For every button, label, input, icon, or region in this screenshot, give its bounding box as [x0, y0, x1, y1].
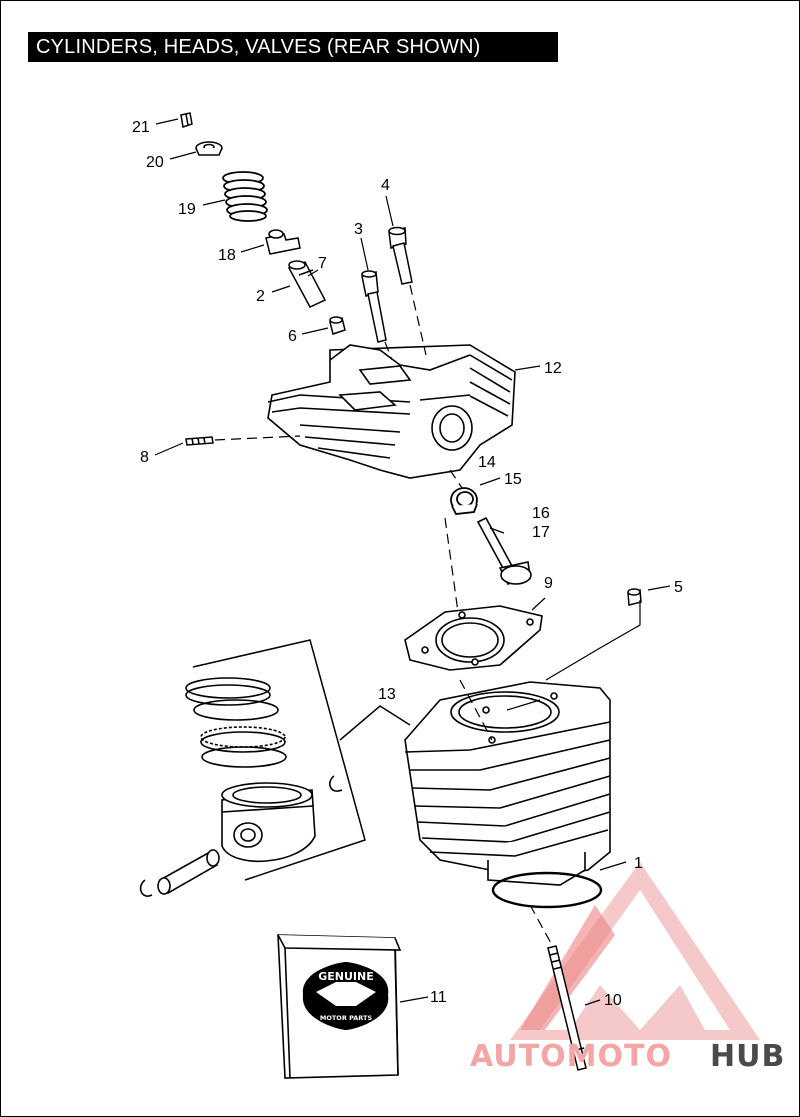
head-gasket-part-9 [404, 605, 543, 671]
piston-circlips [139, 775, 343, 897]
callout-13: 13 [378, 686, 396, 703]
callout-15: 15 [504, 471, 522, 488]
callout-9: 9 [544, 575, 553, 592]
callout-21: 21 [132, 119, 150, 136]
valve-seal-part-18 [265, 229, 301, 255]
piston-pin [157, 849, 220, 895]
callout-5: 5 [674, 579, 683, 596]
callout-14: 14 [478, 454, 496, 471]
spring-retainer-part-20 [195, 141, 223, 156]
callout-20: 20 [146, 154, 164, 171]
callout-17: 17 [532, 524, 550, 541]
callout-18: 18 [218, 247, 236, 264]
watermark-logo [510, 862, 760, 1040]
cylinder-head-part-12 [267, 344, 516, 479]
callout-7: 7 [318, 255, 327, 272]
watermark-text-automoto: AUTOMOTO [470, 1039, 672, 1074]
cylinder-stud-part-10 [547, 945, 587, 1071]
dowel-pin-part-8 [185, 436, 214, 446]
callout-11: 11 [430, 989, 447, 1006]
o-ring-part-1 [491, 871, 603, 909]
watermark-text: AUTOMOTO HUB [470, 1039, 785, 1074]
callout-1: 1 [634, 855, 643, 872]
exhaust-valve-part-17 [476, 516, 532, 585]
valve-keeper-part-21 [180, 112, 193, 128]
valve-seat-part-6 [329, 316, 346, 335]
watermark-text-hub: HUB [710, 1039, 785, 1074]
genuine-motor-parts-badge: GENUINE MOTOR PARTS [302, 962, 389, 1030]
piston [221, 782, 316, 863]
cylinder-part-13 [404, 681, 611, 886]
piston-kit-bracket [192, 639, 411, 881]
callout-8: 8 [140, 449, 149, 466]
valve-guide-part-2 [287, 260, 327, 308]
callout-2: 2 [256, 288, 265, 305]
callout-12: 12 [544, 360, 562, 377]
callout-6: 6 [288, 328, 297, 345]
valve-part-3 [361, 270, 387, 343]
callout-3: 3 [354, 221, 363, 238]
valve-spring-part-19 [222, 171, 268, 222]
callout-10: 10 [604, 992, 622, 1009]
piston-rings [185, 677, 287, 768]
page-title: CYLINDERS, HEADS, VALVES (REAR SHOWN) [28, 32, 558, 62]
badge-text-motor-parts: MOTOR PARTS [320, 1014, 373, 1022]
leader-solid-lines [506, 600, 641, 711]
alignment-dashed-lines [214, 284, 553, 946]
callout-16: 16 [532, 505, 550, 522]
callout-4: 4 [381, 177, 390, 194]
callout-labels: 1 2 3 4 5 6 7 8 9 10 11 12 13 14 15 16 1… [132, 119, 683, 1009]
dowel-part-5 [627, 588, 642, 606]
callout-leaders [154, 118, 671, 1006]
seal-ring-part-15 [450, 487, 478, 515]
callout-19: 19 [178, 201, 196, 218]
pushrod-part-4 [388, 226, 413, 285]
badge-text-genuine: GENUINE [318, 970, 374, 983]
